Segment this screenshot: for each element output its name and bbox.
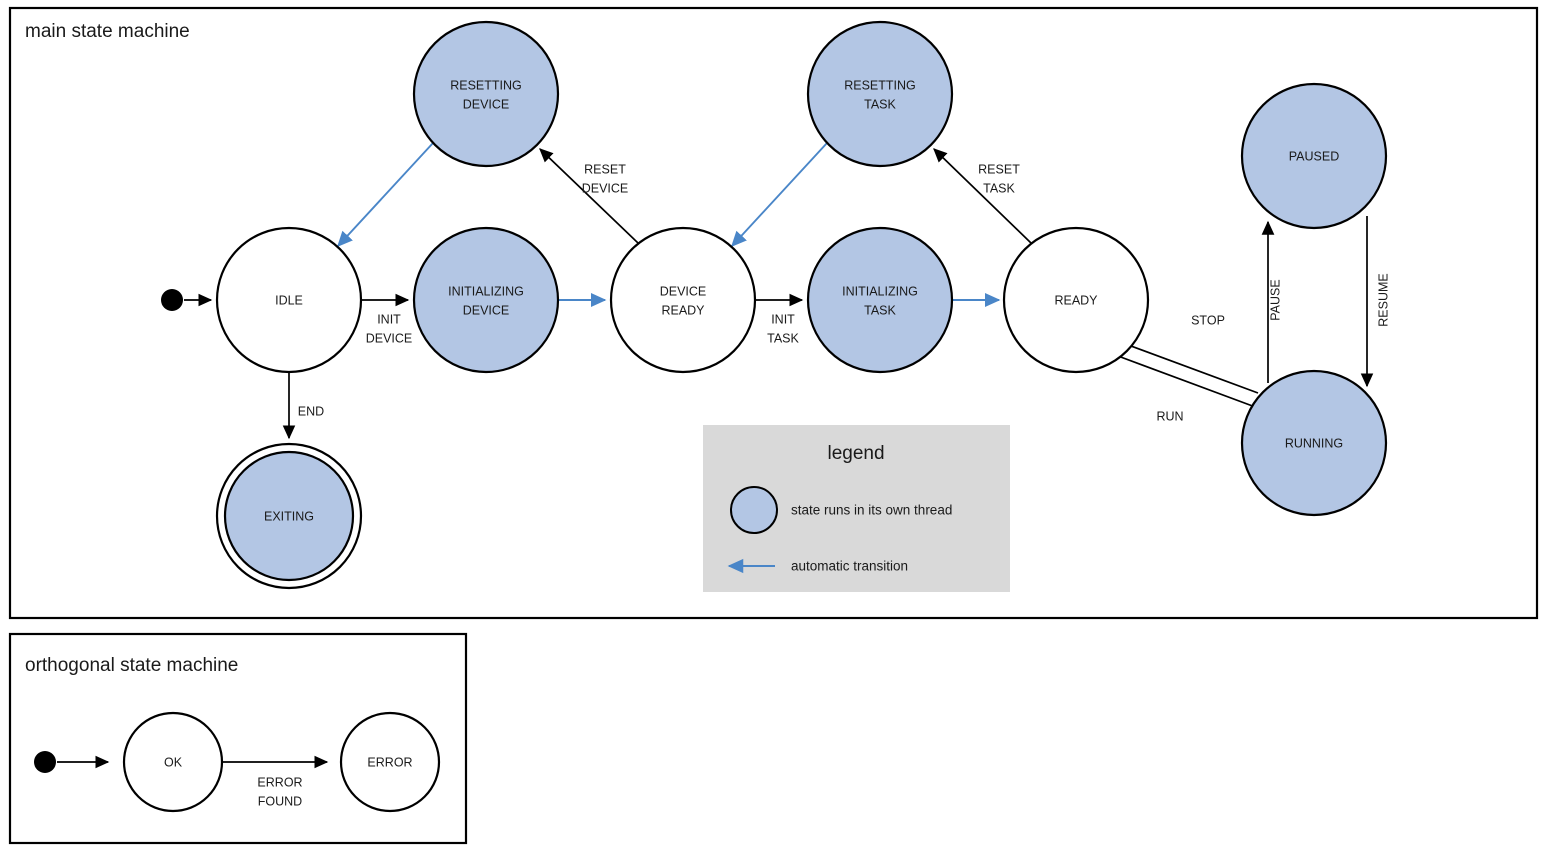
state-resetting-task-shape[interactable] — [806, 20, 954, 168]
state-running-label: RUNNING — [1285, 436, 1343, 450]
state-initializing-device-label-line1: INITIALIZING — [448, 284, 524, 298]
legend-title: legend — [827, 443, 884, 464]
states-layer: IDLE RESETTING DEVICE INITIALIZING DEVIC… — [161, 20, 1388, 590]
state-idle[interactable]: IDLE — [215, 226, 363, 374]
state-ready[interactable]: READY — [1002, 226, 1150, 374]
initial-state-dot — [161, 289, 183, 311]
state-ok-shape[interactable] — [122, 711, 224, 813]
transition-label-resume: RESUME — [1376, 273, 1390, 326]
transition-label-reset-device-line2: DEVICE — [582, 181, 629, 195]
orthogonal-state-machine: orthogonal state machine OK ERROR ERROR … — [8, 632, 468, 845]
transition-label-pause: PAUSE — [1268, 279, 1282, 320]
transition-label-end: END — [298, 404, 324, 418]
edge-resetting-device-to-idle — [337, 142, 434, 248]
transition-label-init-task-line1: INIT — [771, 312, 795, 326]
transition-label-run: RUN — [1156, 409, 1183, 423]
edge-running-to-ready — [1110, 337, 1259, 394]
state-device-ready-label-line1: DEVICE — [660, 284, 707, 298]
state-initializing-task-label-line1: INITIALIZING — [842, 284, 918, 298]
state-initializing-device-shape[interactable] — [412, 226, 560, 374]
transition-label-reset-device-line1: RESET — [584, 162, 626, 176]
transition-label-init-device-line1: INIT — [377, 312, 401, 326]
transition-label-init-task-line2: TASK — [767, 331, 799, 345]
state-error-shape[interactable] — [339, 711, 441, 813]
state-initializing-device-label-line2: DEVICE — [463, 303, 510, 317]
state-error-label: ERROR — [367, 755, 412, 769]
state-device-ready-shape[interactable] — [609, 226, 757, 374]
state-initializing-task[interactable]: INITIALIZING TASK — [806, 226, 954, 374]
transition-label-stop: STOP — [1191, 313, 1225, 327]
state-idle-label: IDLE — [275, 293, 303, 307]
state-ok-label: OK — [164, 755, 183, 769]
orthogonal-state-machine-frame — [8, 632, 468, 845]
state-paused-label: PAUSED — [1289, 149, 1339, 163]
edge-ready-to-running — [1117, 355, 1268, 413]
state-error[interactable]: ERROR — [339, 711, 441, 813]
state-exiting-shape[interactable] — [223, 450, 355, 582]
state-idle-shape[interactable] — [215, 226, 363, 374]
state-device-ready-label-line2: READY — [661, 303, 705, 317]
state-resetting-task-label-line2: TASK — [864, 97, 896, 111]
main-state-machine-frame — [8, 6, 1539, 620]
orthogonal-initial-state-dot — [34, 751, 56, 773]
state-initializing-task-label-line2: TASK — [864, 303, 896, 317]
transition-labels-layer: INIT DEVICE RESET DEVICE INIT TASK RESET… — [298, 162, 1391, 423]
state-ready-label: READY — [1054, 293, 1098, 307]
state-resetting-device-shape[interactable] — [412, 20, 560, 168]
legend-threaded-state-text: state runs in its own thread — [791, 503, 952, 518]
state-device-ready[interactable]: DEVICE READY — [609, 226, 757, 374]
transition-label-init-device-line2: DEVICE — [366, 331, 413, 345]
state-ok[interactable]: OK — [122, 711, 224, 813]
edge-resetting-task-to-device-ready — [731, 142, 828, 248]
orthogonal-state-machine-title: orthogonal state machine — [25, 655, 238, 676]
transition-label-error-found-line2: FOUND — [258, 794, 302, 808]
edge-device-ready-to-resetting-device — [539, 148, 639, 244]
state-resetting-device-label-line1: RESETTING — [450, 78, 522, 92]
transition-label-error-found-line1: ERROR — [257, 775, 302, 789]
transition-label-reset-task-line1: RESET — [978, 162, 1020, 176]
state-resetting-device[interactable]: RESETTING DEVICE — [412, 20, 560, 168]
transitions-layer — [184, 142, 1374, 440]
state-running-shape[interactable] — [1240, 369, 1388, 517]
state-running[interactable]: RUNNING — [1240, 369, 1388, 517]
edge-ready-to-resetting-task — [933, 148, 1032, 244]
state-ready-shape[interactable] — [1002, 226, 1150, 374]
main-state-machine-title: main state machine — [25, 21, 190, 42]
state-exiting-label: EXITING — [264, 509, 314, 523]
state-resetting-task[interactable]: RESETTING TASK — [806, 20, 954, 168]
legend-threaded-state-swatch — [730, 486, 778, 534]
state-resetting-device-label-line2: DEVICE — [463, 97, 510, 111]
state-paused[interactable]: PAUSED — [1240, 82, 1388, 230]
state-resetting-task-label-line1: RESETTING — [844, 78, 916, 92]
state-paused-shape[interactable] — [1240, 82, 1388, 230]
legend-auto-transition-text: automatic transition — [791, 559, 908, 574]
state-initializing-task-shape[interactable] — [806, 226, 954, 374]
state-exiting[interactable]: EXITING — [215, 442, 363, 590]
transition-label-reset-task-line2: TASK — [983, 181, 1015, 195]
legend: legend state runs in its own thread auto… — [703, 425, 1010, 592]
state-initializing-device[interactable]: INITIALIZING DEVICE — [412, 226, 560, 374]
